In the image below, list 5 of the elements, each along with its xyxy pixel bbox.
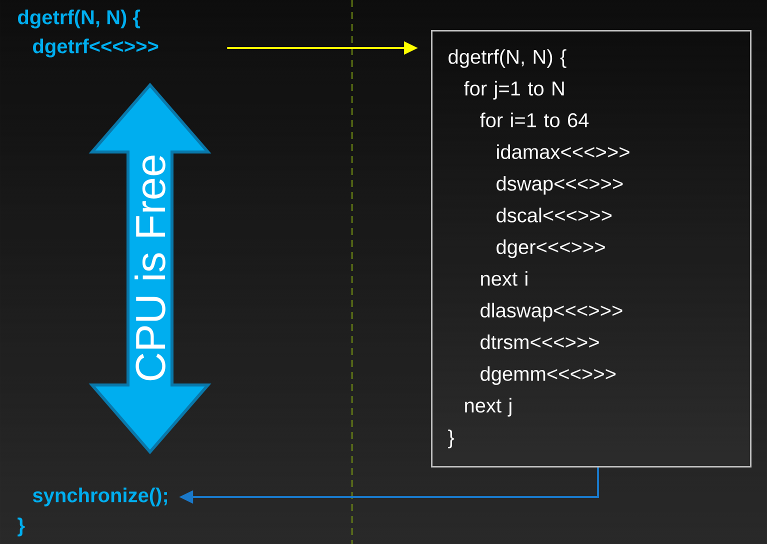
code-text: synchronize();	[32, 488, 167, 506]
code-text: dgetrf<<<>>>	[33, 38, 158, 58]
code-box: dgetrf(N, N) { for j=1 to N for i=1 to 64 idamax<<<>>> dswap<<<>>> dscal<<<>>> dger<<<>>> next i dlaswap<<<>>> dtrsm<<<>>> dgemm<<<>>> next j }	[431, 30, 752, 468]
code-text: }	[18, 518, 25, 536]
code-text: dgetrf(N, N) {	[18, 10, 140, 28]
